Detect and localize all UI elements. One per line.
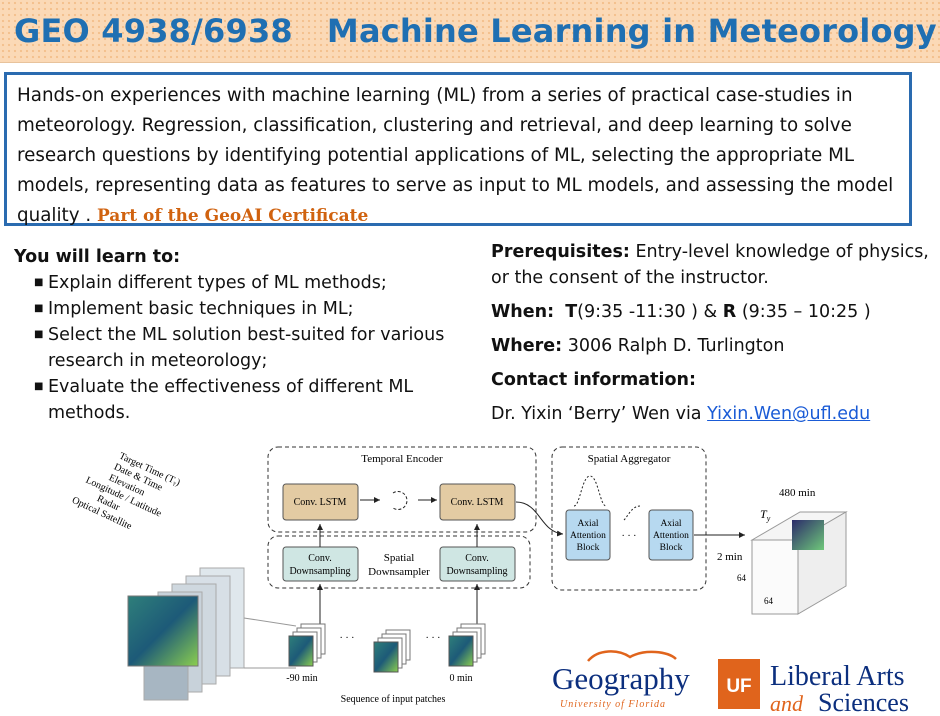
when-t-time: (9:35 -11:30 ) & (577, 302, 723, 322)
where-text: 3006 Ralph D. Turlington (562, 336, 785, 356)
input-layer-labels: Target Time (Tᵧ) Date & Time Elevation L… (70, 451, 182, 533)
page-title: GEO 4938/6938 Machine Learning in Meteor… (14, 12, 937, 50)
course-info: Prerequisites: Entry-level knowledge of … (491, 239, 931, 435)
label-2-min: 2 min (717, 551, 743, 563)
location: Where: 3006 Ralph D. Turlington (491, 333, 931, 359)
list-item-text: Implement basic techniques in ML; (48, 299, 354, 319)
input-patch-stack-1 (288, 623, 326, 667)
schedule: When: T(9:35 -11:30 ) & R (9:35 – 10:25 … (491, 299, 931, 325)
list-item-text: Select the ML solution best-suited for v… (48, 325, 445, 371)
axial-attention-block-2 (648, 509, 694, 561)
logo-bar: Geography University of Florida UF Liber… (552, 650, 909, 715)
and-text: and (770, 691, 804, 715)
attention-curve-icon (623, 505, 641, 521)
spatial-aggregator-box (551, 446, 707, 591)
learn-list: ■Explain different types of ML methods; … (14, 270, 474, 426)
sciences-text: Sciences (818, 688, 909, 715)
list-item: ■ Evaluate the effectiveness of different… (14, 374, 474, 426)
list-item-text: Evaluate the effectiveness of different … (48, 377, 414, 423)
axial-label-2: Axial (660, 519, 681, 529)
downsampler-label: Downsampler (368, 566, 430, 578)
when-r: R (722, 302, 737, 322)
prediction-map (792, 520, 824, 550)
downsampling-label-1: Downsampling (289, 566, 350, 577)
gator-outline-icon (587, 650, 677, 662)
bullet-icon: ■ (34, 381, 44, 392)
list-item: ■ Explain different types of ML methods; (14, 270, 474, 296)
when-t: T (565, 302, 578, 322)
block-label-2: Block (660, 543, 683, 553)
connector-line (243, 617, 297, 627)
prerequisites: Prerequisites: Entry-level knowledge of … (491, 239, 931, 291)
prereq-text: Entry-level knowledge of physics, or the… (491, 242, 929, 288)
bullet-icon: ■ (34, 277, 44, 288)
input-patch-stack-2 (373, 629, 411, 673)
dim-label-64a: 64 (737, 573, 747, 583)
when-r-time: (9:35 – 10:25 ) (736, 302, 871, 322)
downsampling-label-2: Downsampling (446, 566, 507, 577)
axial-attention-block-1 (565, 509, 611, 561)
satellite-image (127, 595, 199, 667)
ty-label: Ty (760, 507, 771, 523)
ellipsis: · · · (622, 531, 637, 542)
learn-heading: You will learn to: (14, 247, 181, 267)
bullet-icon: ■ (34, 329, 44, 340)
uf-badge-text: UF (726, 676, 751, 697)
when-label: When: (491, 302, 555, 322)
uf-badge (718, 659, 760, 709)
conv-lstm-block-2 (439, 483, 516, 521)
attention-curve-icon (573, 475, 607, 507)
contact-heading-row: Contact information: (491, 367, 931, 393)
conv-lstm-block-1 (282, 483, 359, 521)
axial-label-1: Axial (577, 519, 598, 529)
geography-wordmark: Geography (552, 661, 690, 696)
recurrence-loop-icon (392, 491, 408, 510)
arrow (515, 501, 564, 537)
block-label-1: Block (577, 543, 600, 553)
dim-label-64b: 64 (764, 596, 774, 606)
contact-label: Contact information: (491, 370, 696, 390)
geography-logo: Geography University of Florida (552, 650, 690, 710)
list-item: ■ Select the ML solution best-suited for … (14, 322, 474, 374)
prereq-label: Prerequisites: (491, 242, 630, 262)
contact-name: Dr. Yixin ‘Berry’ Wen via (491, 404, 708, 424)
conv-label-1: Conv. (308, 553, 332, 564)
ellipsis: · · · (340, 633, 355, 644)
sequence-caption: Sequence of input patches (341, 694, 446, 705)
uf-script: University of Florida (560, 699, 666, 710)
certificate-note: Part of the GeoAI Certificate (96, 206, 369, 226)
description-text: Hands-on experiences with machine learni… (17, 85, 894, 226)
list-item-text: Explain different types of ML methods; (48, 273, 387, 293)
spatial-downsampler-box (267, 535, 531, 589)
liberal-arts-text: Liberal Arts (770, 661, 905, 692)
attention-label-1: Attention (570, 531, 606, 541)
label-0-min: 0 min (449, 673, 472, 684)
bullet-icon: ■ (34, 303, 44, 314)
contact-row: Dr. Yixin ‘Berry’ Wen via Yixin.Wen@ufl.… (491, 401, 931, 427)
learning-outcomes: You will learn to: ■ Explain different ty… (14, 244, 474, 426)
spatial-aggregator-label: Spatial Aggregator (588, 453, 671, 465)
label-480-min: 480 min (779, 487, 816, 499)
label-minus-90-min: -90 min (286, 673, 317, 684)
email-link[interactable]: Yixin.Wen@ufl.edu (707, 404, 871, 424)
model-architecture-figure: Temporal Encoder Conv. LSTM Conv. LSTM C… (70, 446, 848, 705)
header-banner: GEO 4938/6938 Machine Learning in Meteor… (0, 0, 940, 63)
list-item: ■ Implement basic techniques in ML; (14, 296, 474, 322)
conv-lstm-label-1: Conv. LSTM (294, 497, 347, 508)
course-description: Hands-on experiences with machine learni… (4, 72, 912, 226)
temporal-encoder-box (267, 446, 537, 533)
temporal-encoder-label: Temporal Encoder (361, 453, 443, 465)
attention-label-2: Attention (653, 531, 689, 541)
spatial-label: Spatial (384, 552, 415, 564)
ellipsis: · · · (426, 633, 441, 644)
conv-label-2: Conv. (465, 553, 489, 564)
output-cube-front (751, 539, 799, 615)
input-patch-stack-3 (448, 623, 486, 667)
where-label: Where: (491, 336, 563, 356)
conv-lstm-label-2: Conv. LSTM (451, 497, 504, 508)
